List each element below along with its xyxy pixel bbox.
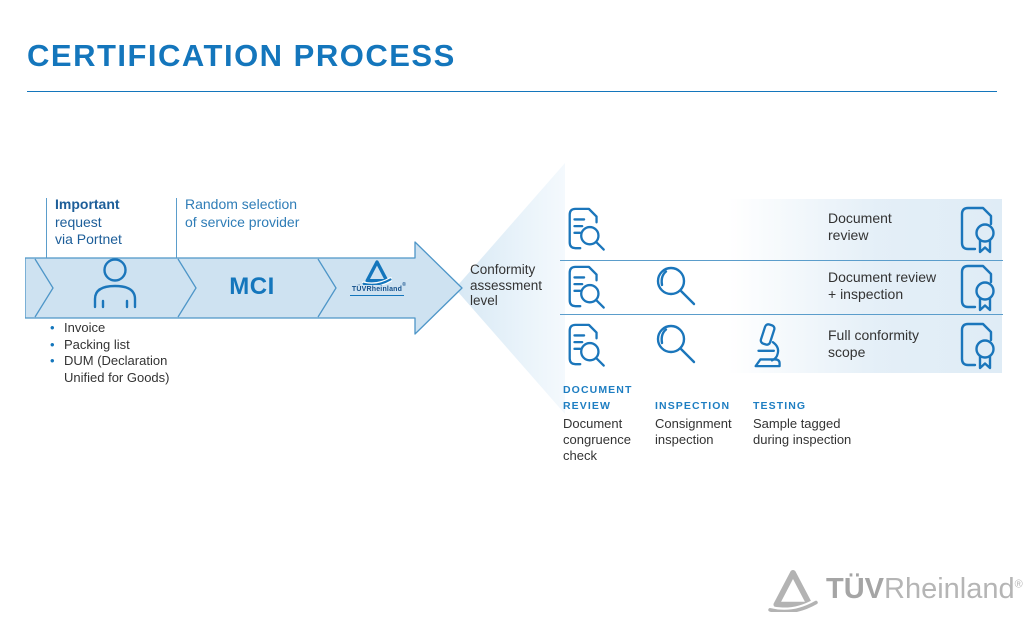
row-divider [560,314,1003,315]
process-arrow-band [25,241,463,335]
row-label-line: Full conformity [828,327,920,343]
registered-mark: ® [402,282,407,288]
column-body: Sample tagged during inspection [753,416,852,447]
tuv-badge-wordmark: TÜVRheinland® [349,282,407,296]
column-testing: TESTING Sample tagged during inspection [753,382,857,448]
leader-line [176,198,177,258]
logo-tuv-text: TÜV [826,572,884,605]
chevron-icon [34,258,54,318]
caption-line: level [470,293,498,308]
logo-rheinland-text: Rheinland [884,572,1015,605]
row-label-line: scope [828,344,866,360]
step2-caption-line: Random selection [185,196,298,212]
arrow-band-shape [25,241,463,335]
required-documents-list: Invoice Packing list DUM (Declaration Un… [48,320,190,386]
row-label-line: Document [828,210,892,226]
column-header: TESTING [753,400,807,412]
row-label: Document review [828,210,892,244]
column-header: DOCUMENT REVIEW [563,384,633,412]
row-label-line: review [828,227,869,243]
logo-wordmark: TÜVRheinland® [826,572,1023,605]
chevron-icon [177,258,197,318]
title-divider [27,91,997,92]
certificate-icon [956,319,1002,371]
mci-label: MCI [229,273,275,300]
tuv-rheinland-logo: TÜVRheinland® [768,566,1023,612]
tuv-triangle-icon [362,260,392,285]
step1-caption-line: Important [55,196,120,212]
step2-caption: Random selection of service provider [185,196,299,231]
step1-caption-line: via Portnet [55,231,122,247]
list-item: DUM (Declaration Unified for Goods) [48,353,190,386]
step2-caption-line: of service provider [185,213,300,230]
row-label: Full conformity scope [828,327,919,361]
certificate-icon [956,203,1002,255]
magnifier-icon [651,263,699,313]
row-divider [560,260,1003,261]
registered-mark: ® [1014,577,1023,590]
chevron-icon [317,258,337,318]
document-search-icon [563,319,609,371]
column-inspection: INSPECTION Consignment inspection [655,382,751,448]
certificate-icon [956,261,1002,313]
tuv-rheinland-badge: TÜVRheinland® [348,258,406,296]
magnifier-icon [651,321,699,371]
page-title: CERTIFICATION PROCESS [27,38,456,73]
conformity-assessment-caption: Conformity assessment level [470,262,542,309]
caption-line: Conformity [470,262,536,277]
list-item: Packing list [48,337,190,354]
document-search-icon [563,261,609,313]
row-label: Document review + inspection [828,269,936,303]
column-document-review: DOCUMENT REVIEW Document congruence chec… [563,382,647,464]
step1-caption-line: request [55,213,102,230]
document-search-icon [563,203,609,255]
column-body: Document congruence check [563,416,631,463]
rows-gradient-background [560,199,1002,373]
row-label-line: Document review [828,269,937,285]
tuv-badge-text: TÜVRheinland [351,286,403,293]
microscope-icon [747,320,793,372]
row-label-line: + inspection [828,286,904,302]
list-item: Invoice [48,320,190,337]
column-header: INSPECTION [655,400,731,412]
caption-line: assessment [470,277,543,293]
column-body: Consignment inspection [655,416,732,447]
person-icon [93,258,137,309]
step1-caption: Important request via Portnet [55,196,122,249]
leader-line [46,198,47,258]
tuv-triangle-icon [768,569,818,612]
